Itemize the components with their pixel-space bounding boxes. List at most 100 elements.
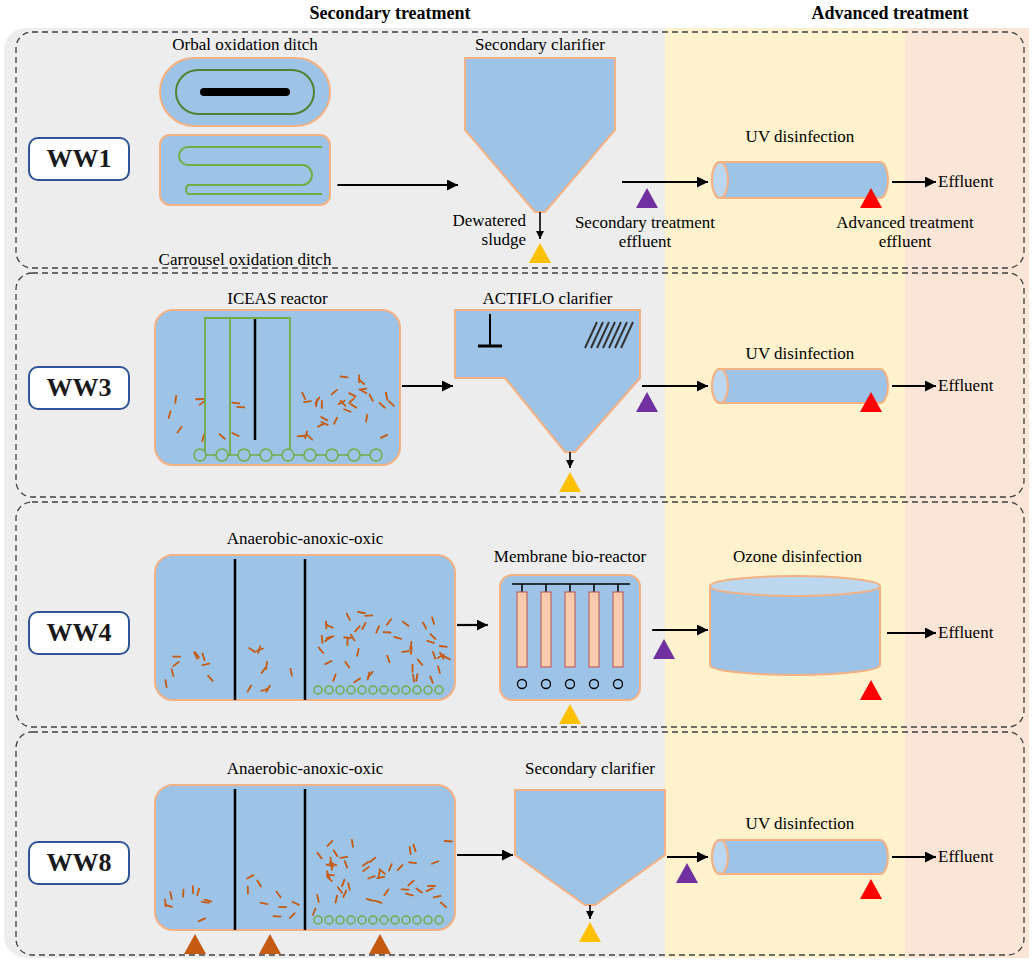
sludge-floc <box>432 617 434 624</box>
sludge-floc <box>172 669 174 676</box>
secondary-effluent-marker <box>636 188 658 208</box>
aeration-diffuser <box>326 449 338 461</box>
sludge-floc <box>408 881 413 886</box>
sludge-floc <box>387 656 389 663</box>
sludge-floc <box>368 876 375 878</box>
flow-arrow <box>457 854 513 856</box>
permeate-pipe <box>617 584 619 592</box>
sludge-floc <box>248 685 251 691</box>
aeration-diffuser <box>194 449 206 461</box>
sample-point-label: Advanced treatment effluent <box>830 214 980 251</box>
sludge-floc <box>326 625 332 628</box>
tank-divider <box>304 789 307 930</box>
sludge-floc <box>355 626 360 631</box>
sludge-floc <box>409 861 416 863</box>
unit-name: Ozone disinfection <box>710 548 885 567</box>
sludge-floc <box>345 662 349 668</box>
sludge-sample-marker <box>529 243 551 263</box>
sludge-floc <box>313 908 316 914</box>
sludge-arrow <box>539 212 541 239</box>
sludge-floc <box>290 669 292 676</box>
plant-id: WW8 <box>47 849 112 878</box>
sludge-floc <box>317 895 319 902</box>
sludge-floc <box>304 400 311 403</box>
aeration-diffuser <box>614 680 623 689</box>
flow-arrow <box>667 856 708 858</box>
ozone-tank-top <box>710 576 880 596</box>
sludge-label: Dewatered sludge <box>431 212 526 249</box>
sludge-floc <box>232 402 239 405</box>
sludge-floc <box>432 861 439 864</box>
iceas-tank <box>155 310 400 465</box>
process-unit: Secondary clarifier <box>515 760 665 905</box>
sludge-floc <box>349 393 355 396</box>
unit-name: Anaerobic-anoxic-oxic <box>155 530 455 549</box>
sludge-floc <box>412 665 414 672</box>
process-unit: ICEAS reactor <box>155 290 400 465</box>
sludge-floc <box>359 388 366 391</box>
advanced-effluent-marker <box>860 680 882 700</box>
sludge-floc <box>444 656 450 659</box>
permeate-header <box>512 583 630 585</box>
outlet-label: Effluent <box>938 624 993 643</box>
tank-divider <box>234 789 237 930</box>
aeration-diffuser <box>314 686 322 694</box>
sludge-floc <box>202 664 209 666</box>
unit-name: ICEAS reactor <box>155 290 400 309</box>
sludge-floc <box>358 612 365 613</box>
aeration-diffuser <box>380 916 388 924</box>
sludge-floc <box>333 674 336 681</box>
sludge-floc <box>410 847 411 854</box>
lamella-plate <box>615 322 627 348</box>
unit-name: ACTIFLO clarifier <box>455 290 640 309</box>
sludge-floc <box>402 650 409 653</box>
column-heading: Secondary treatment <box>300 4 480 24</box>
membrane-module <box>589 592 599 667</box>
sludge-floc <box>386 393 387 400</box>
sludge-floc <box>375 901 382 903</box>
effluent-outlet: Effluent <box>938 375 1013 397</box>
aeration-diffuser <box>542 680 551 689</box>
aeration-diffuser <box>590 680 599 689</box>
unit-name: Membrane bio-reactor <box>490 548 650 567</box>
effluent-outlet: Effluent <box>938 171 1013 193</box>
sludge-floc <box>173 662 179 666</box>
sludge-floc <box>365 614 372 616</box>
sludge-floc <box>362 623 365 629</box>
air-pipe <box>205 318 290 455</box>
orbal-ditch <box>160 58 330 126</box>
sludge-floc <box>274 915 281 917</box>
sludge-floc <box>192 886 194 893</box>
sludge-floc <box>169 411 171 418</box>
sludge-floc <box>208 676 213 681</box>
sludge-floc <box>344 636 351 639</box>
flow-arrow <box>892 856 936 858</box>
aeration-diffuser <box>424 916 432 924</box>
sludge-floc <box>327 636 334 638</box>
sludge-floc <box>174 396 177 403</box>
sludge-floc <box>384 631 391 633</box>
advanced-band <box>665 28 905 958</box>
aeration-diffuser <box>435 686 443 694</box>
sludge-floc <box>427 641 434 643</box>
sludge-floc <box>173 656 180 658</box>
sludge-floc <box>166 680 167 687</box>
sludge-floc <box>394 637 401 639</box>
sludge-floc <box>202 434 204 441</box>
lamella-plate <box>591 322 603 348</box>
sludge-floc <box>428 885 435 887</box>
sludge-floc <box>416 889 422 893</box>
lamella-plate <box>603 322 615 348</box>
process-unit: Anaerobic-anoxic-oxic <box>155 760 455 930</box>
permeate-pipe <box>521 584 523 592</box>
effluent-outlet: Effluent <box>938 846 1013 868</box>
sludge-floc <box>249 648 255 652</box>
sludge-floc <box>387 619 391 625</box>
sludge-floc <box>410 647 412 654</box>
sludge-floc <box>321 401 323 408</box>
sludge-floc <box>202 902 209 903</box>
tank-divider <box>234 559 237 700</box>
sludge-floc <box>178 427 182 433</box>
sludge-arrow <box>589 905 591 919</box>
sludge-floc <box>307 435 312 440</box>
